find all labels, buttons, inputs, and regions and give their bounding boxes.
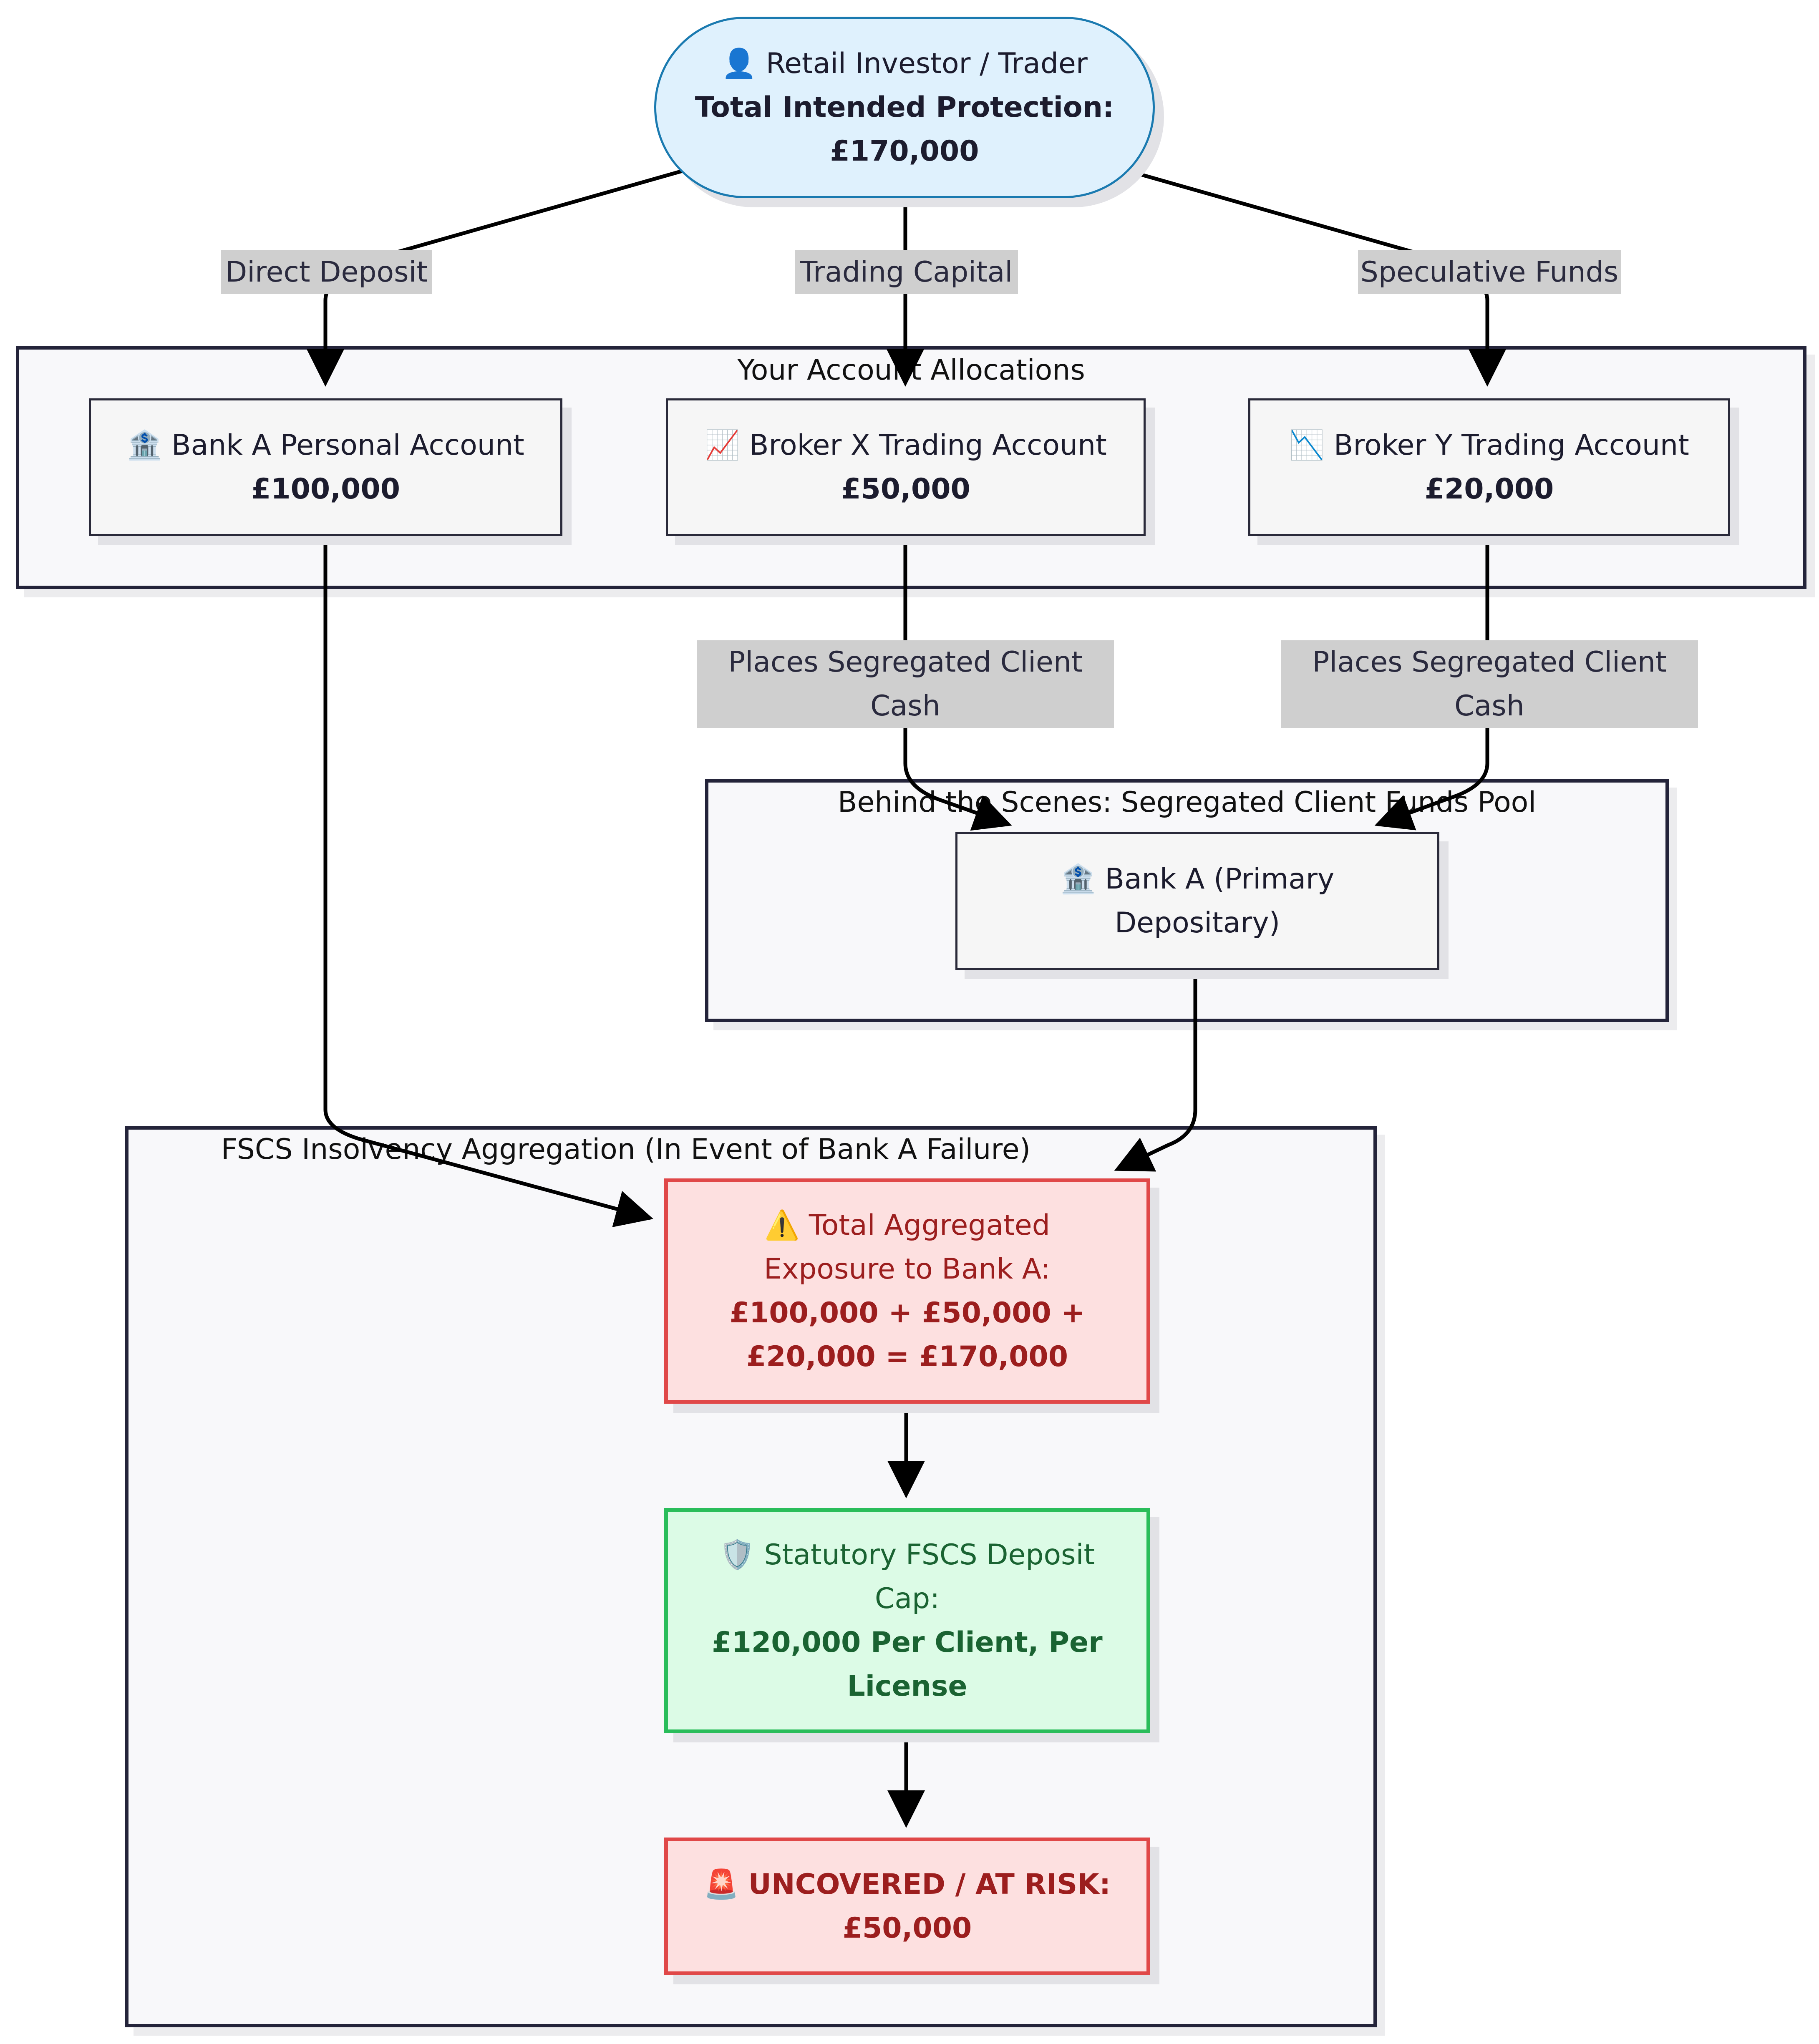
depositary-line2: Depositary)	[1114, 906, 1280, 939]
warning-icon: ⚠️	[764, 1209, 800, 1242]
edge-label-direct-deposit: Direct Deposit	[221, 250, 432, 294]
cap-line4: License	[847, 1670, 967, 1703]
uncovered-line1: UNCOVERED / AT RISK:	[748, 1868, 1111, 1901]
bank-a-personal-amount: £100,000	[251, 473, 401, 506]
node-bank-a-personal-account: 🏦 Bank A Personal Account £100,000	[89, 398, 562, 536]
edge-broker-y-to-depositary	[1374, 536, 1489, 831]
node-uncovered-at-risk: 🚨 UNCOVERED / AT RISK: £50,000	[664, 1838, 1150, 1975]
broker-y-title: Broker Y Trading Account	[1333, 429, 1689, 462]
broker-x-title: Broker X Trading Account	[749, 429, 1107, 462]
edge-label-trading-capital: Trading Capital	[795, 250, 1018, 294]
root-protection-label: Total Intended Protection:	[695, 91, 1114, 124]
edge-depositary-to-exposure	[1114, 968, 1197, 1172]
group-title-segregated-pool: Behind the Scenes: Segregated Client Fun…	[837, 786, 1537, 819]
chart-decreasing-icon: 📉	[1289, 429, 1325, 462]
cap-line3: £120,000 Per Client, Per	[712, 1626, 1103, 1659]
person-icon: 👤	[721, 47, 757, 80]
edge-label-speculative-funds: Speculative Funds	[1358, 250, 1621, 294]
siren-icon: 🚨	[703, 1868, 739, 1901]
exposure-line4: £20,000 = £170,000	[746, 1340, 1068, 1373]
uncovered-amount: £50,000	[842, 1912, 972, 1945]
exposure-line1: Total Aggregated	[809, 1209, 1050, 1242]
node-statutory-fscs-cap: 🛡️ Statutory FSCS Deposit Cap: £120,000 P…	[664, 1508, 1150, 1733]
node-broker-x-trading-account: 📈 Broker X Trading Account £50,000	[666, 398, 1146, 536]
chart-increasing-icon: 📈	[705, 429, 740, 462]
bank-icon: 🏦	[1060, 863, 1096, 896]
node-retail-investor: 👤 Retail Investor / Trader Total Intended…	[654, 17, 1155, 198]
bank-icon: 🏦	[127, 429, 162, 462]
broker-y-amount: £20,000	[1424, 473, 1554, 506]
edge-bank-a-to-exposure	[323, 536, 654, 1227]
root-protection-amount: £170,000	[830, 135, 979, 168]
edge-broker-x-to-depositary	[903, 536, 1012, 831]
exposure-line3: £100,000 + £50,000 +	[729, 1296, 1085, 1329]
node-broker-y-trading-account: 📉Broker Y Trading Account £20,000	[1248, 398, 1730, 536]
edge-label-segregated-x: Places Segregated Client Cash	[697, 640, 1114, 728]
cap-line2: Cap:	[874, 1582, 940, 1615]
exposure-line2: Exposure to Bank A:	[764, 1253, 1051, 1286]
edge-label-segregated-y: Places Segregated Client Cash	[1281, 640, 1698, 728]
depositary-line1: Bank A (Primary	[1105, 863, 1335, 896]
shield-icon: 🛡️	[719, 1538, 755, 1571]
root-title: Retail Investor / Trader	[766, 47, 1088, 80]
node-total-aggregated-exposure: ⚠️ Total Aggregated Exposure to Bank A: £…	[664, 1178, 1150, 1404]
cap-line1: Statutory FSCS Deposit	[764, 1538, 1095, 1571]
bank-a-personal-title: Bank A Personal Account	[171, 429, 524, 462]
broker-x-amount: £50,000	[841, 473, 970, 506]
node-bank-a-primary-depositary: 🏦 Bank A (Primary Depositary)	[955, 832, 1439, 970]
